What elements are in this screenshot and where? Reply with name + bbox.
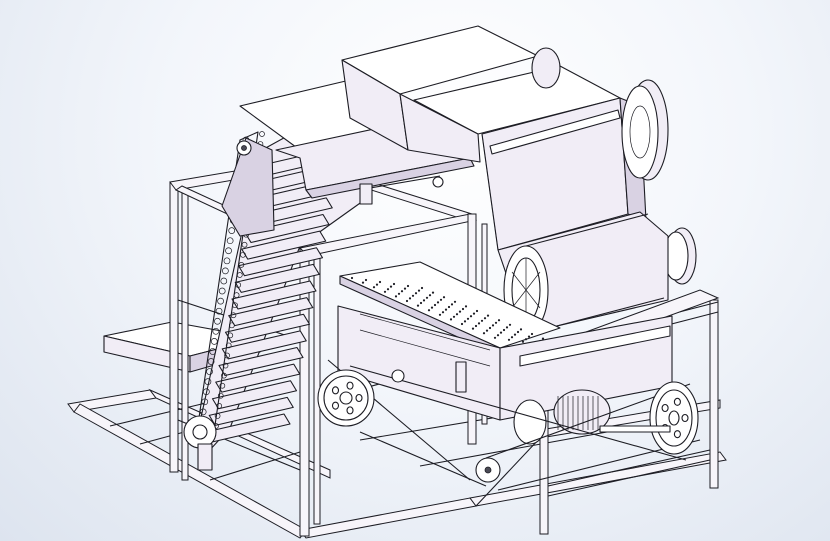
drive-belts bbox=[327, 359, 701, 491]
sieve-plate bbox=[339, 261, 567, 357]
idler-pulley bbox=[475, 457, 501, 483]
lower-pulleys bbox=[317, 369, 699, 483]
hoppers bbox=[341, 25, 647, 251]
upper-pulleys bbox=[531, 47, 697, 285]
motor bbox=[513, 389, 611, 445]
right-pulley bbox=[649, 381, 699, 455]
left-pulley bbox=[317, 369, 375, 427]
brackets bbox=[359, 176, 467, 393]
